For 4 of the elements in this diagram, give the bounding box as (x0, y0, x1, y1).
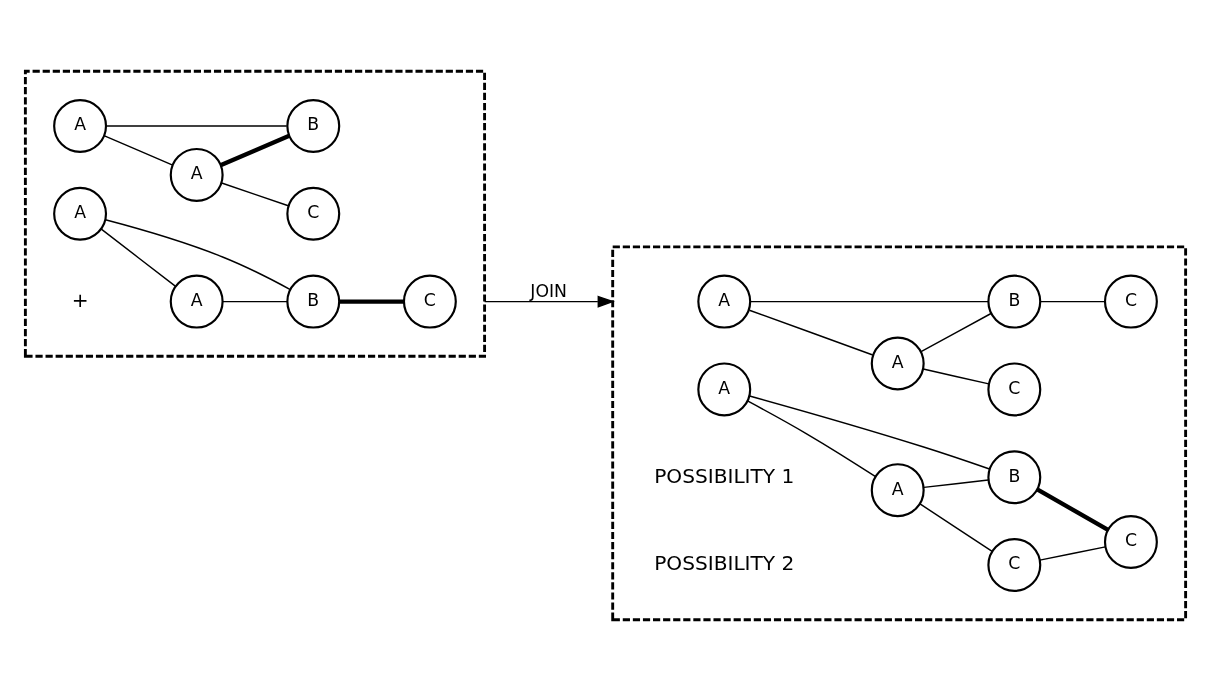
label: POSSIBILITY 1 (654, 463, 795, 488)
label: POSSIBILITY 2 (654, 551, 795, 576)
label: + (71, 287, 89, 312)
edge-label: JOIN (530, 280, 567, 301)
